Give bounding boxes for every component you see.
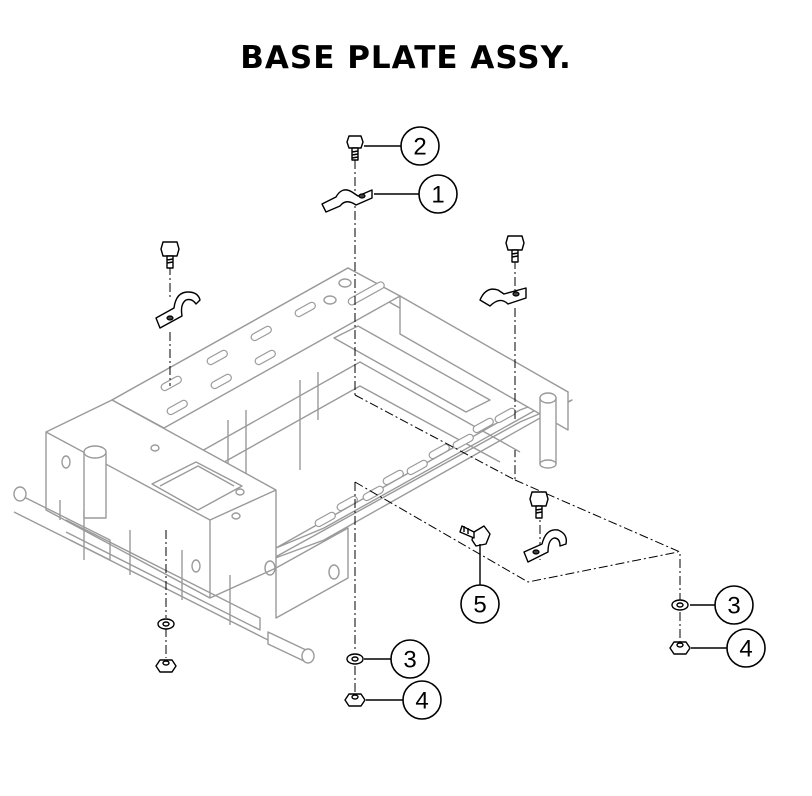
- callout-4-right-label: 4: [739, 636, 752, 663]
- callout-1: 1: [418, 174, 458, 214]
- callout-2-label: 2: [413, 134, 426, 161]
- base-frame: [13, 267, 573, 664]
- callout-5-label: 5: [473, 592, 486, 619]
- bolt-item-5: [459, 525, 491, 547]
- clamp-lower-right: [523, 529, 568, 563]
- bolt-lower-right: [529, 491, 549, 519]
- leader-lines: [364, 145, 727, 701]
- right-plate-slots: [314, 407, 516, 528]
- bolt-left: [160, 241, 180, 269]
- callout-1-label: 1: [431, 182, 444, 209]
- callout-4-center-label: 4: [415, 688, 428, 715]
- callout-2: 2: [400, 126, 440, 166]
- callout-3-right: 3: [714, 585, 754, 625]
- callout-5: 5: [460, 584, 500, 624]
- callout-4-right: 4: [726, 628, 766, 668]
- clamp-top-center: [321, 189, 373, 213]
- left-plate-slots: [160, 281, 385, 416]
- clamp-left: [155, 291, 201, 329]
- callout-3-right-label: 3: [727, 593, 740, 620]
- nut-center: [344, 693, 366, 707]
- washer-left: [157, 618, 175, 630]
- callout-3-center-label: 3: [403, 647, 416, 674]
- nut-right: [669, 641, 691, 655]
- nut-left: [155, 659, 177, 673]
- washer-center: [346, 653, 364, 665]
- clamp-right: [479, 287, 527, 307]
- diagram-title: BASE PLATE ASSY.: [240, 40, 572, 76]
- washer-right: [671, 599, 689, 611]
- callout-4-center: 4: [402, 680, 442, 720]
- callout-3-center: 3: [390, 639, 430, 679]
- bolt-right: [505, 235, 525, 263]
- bolt-top-center: [346, 135, 364, 161]
